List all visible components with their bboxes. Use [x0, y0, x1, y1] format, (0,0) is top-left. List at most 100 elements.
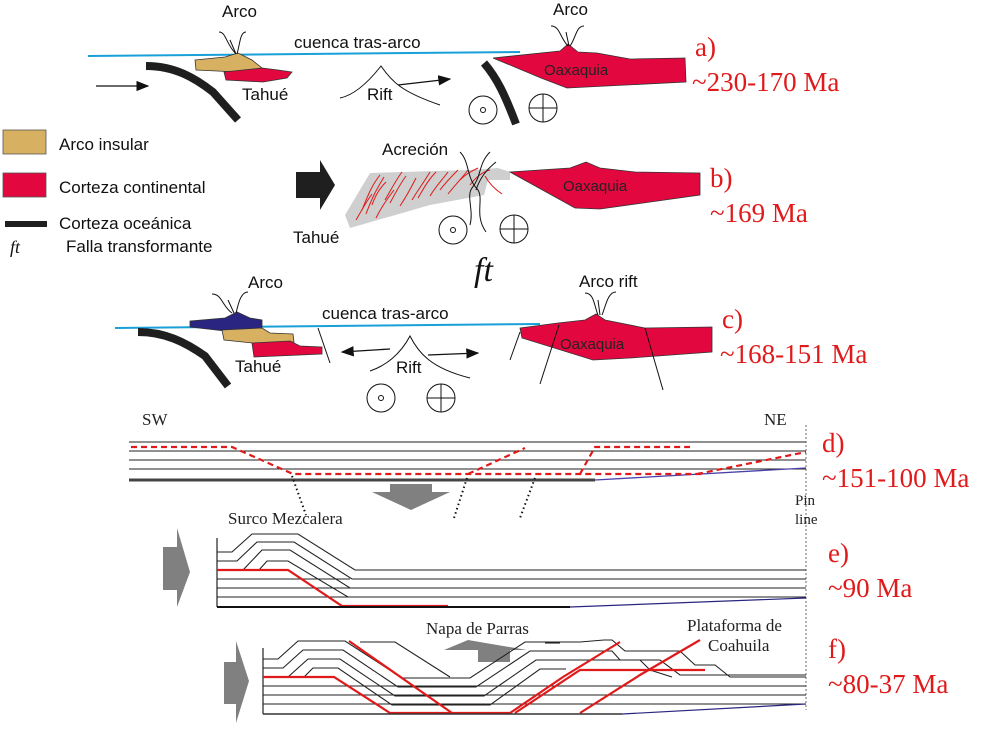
oceanic-crust-slab-c [137, 328, 232, 389]
label-plataforma-1: Plataforma de [687, 616, 782, 635]
panel-c-letter: c) [722, 304, 743, 334]
panel-d: SW NE Pin line d) ~151-100 Ma [129, 410, 969, 710]
panel-f-age: ~80-37 Ma [828, 669, 948, 699]
label-cuenca-tras-arco-c: cuenca tras-arco [322, 304, 449, 323]
arc-volcano-symbol-right [550, 25, 585, 47]
normal-fault-c-1 [509, 331, 521, 361]
panel-d-age: ~151-100 Ma [822, 463, 969, 493]
into-page-symbol-c [426, 383, 456, 413]
panel-e-letter: e) [828, 538, 849, 568]
sea-level-line-c [114, 323, 541, 329]
tahue-push-arrow [296, 160, 335, 210]
label-arco-c: Arco [248, 273, 283, 292]
thrust-faults-f [263, 639, 705, 715]
label-sw: SW [142, 410, 168, 429]
panel-f: Napa de Parras Plataforma de Coahuila f)… [224, 616, 948, 723]
arc-volcano-symbol-c-right [584, 291, 617, 316]
basement-blue-e [569, 597, 807, 608]
tahue-block [223, 67, 293, 83]
label-rift-c: Rift [396, 358, 422, 377]
arrow-rift-opening [397, 75, 452, 86]
future-thrust-dashed-ne [579, 445, 690, 475]
panel-a-age: ~230-170 Ma [692, 67, 839, 97]
arc-volcano-symbol-c [211, 291, 249, 314]
rift-symbol-c [369, 334, 471, 379]
panel-e-age: ~90 Ma [828, 573, 912, 603]
panel-c: Arco cuenca tras-arco Tahué Rift Arco ri… [114, 272, 867, 413]
island-arc-block [194, 52, 263, 73]
transform-fault-lines [459, 151, 497, 233]
oaxaquia-block-b [508, 161, 701, 210]
oceanic-crust-slab [145, 62, 241, 123]
legend-line-corteza-oceanica [5, 221, 47, 227]
label-ft: ft [474, 252, 494, 289]
label-rift: Rift [367, 85, 393, 104]
label-pin-line-1: Pin [795, 493, 816, 509]
legend-label-arco-insular: Arco insular [59, 135, 149, 154]
panel-b-letter: b) [710, 163, 733, 193]
panel-a-letter: a) [695, 32, 716, 62]
strata-layers-d [129, 441, 806, 470]
accreted-terrane [345, 168, 510, 228]
panel-f-letter: f) [828, 634, 846, 664]
label-tahue: Tahué [242, 85, 288, 104]
arrow-rift-right [427, 348, 480, 359]
label-surco-mezcalera: Surco Mezcalera [228, 509, 343, 528]
panel-b: Tahué Acreción Oaxaquia ft b) [293, 140, 808, 289]
sea-level-line [87, 51, 521, 57]
legend-swatch-arco-insular [2, 129, 47, 155]
arc-block-c [189, 311, 263, 332]
folded-strata-e [217, 533, 806, 598]
normal-fault-c-3 [644, 327, 664, 391]
arrow-rift-left [340, 346, 391, 357]
label-oaxaquia-c: Oaxaquia [560, 336, 625, 353]
label-arco-right: Arco [553, 0, 588, 19]
legend-label-corteza-continental: Corteza continental [59, 178, 205, 197]
rift-symbol [339, 65, 441, 106]
dotted-fault-2 [453, 477, 468, 519]
basement-blue-f [621, 703, 807, 715]
panel-e: Surco Mezcalera e) ~90 Ma [163, 509, 912, 608]
legend: Arco insular Corteza continental Corteza… [2, 129, 212, 257]
panel-d-letter: d) [822, 428, 845, 458]
legend-label-falla-transformante: Falla transformante [66, 237, 212, 256]
label-acrecion: Acreción [382, 140, 448, 159]
compression-arrow-e [163, 528, 190, 607]
label-plataforma-2: Coahuila [708, 636, 770, 655]
out-of-page-symbol [468, 95, 498, 125]
legend-label-corteza-oceanica: Corteza oceánica [59, 214, 192, 233]
into-page-symbol-b [499, 214, 529, 244]
future-thrust-dashed [131, 445, 807, 476]
panel-c-age: ~168-151 Ma [720, 339, 867, 369]
dotted-fault-3 [519, 477, 536, 519]
legend-symbol-ft: ft [10, 237, 21, 257]
label-oaxaquia: Oaxaquia [544, 62, 609, 79]
label-pin-line-2: line [795, 512, 818, 528]
tahue-block-c [251, 340, 323, 358]
label-cuenca-tras-arco: cuenca tras-arco [294, 33, 421, 52]
island-arc-block-c [221, 327, 295, 345]
normal-fault-c-left [317, 327, 331, 364]
panel-b-age: ~169 Ma [710, 198, 808, 228]
label-ne: NE [764, 410, 787, 429]
out-of-page-symbol-b [438, 215, 468, 245]
into-page-symbol [528, 93, 558, 123]
normal-fault-c-2 [539, 324, 560, 385]
oaxaquia-block-c [519, 313, 713, 361]
compression-arrow-f [224, 641, 249, 723]
label-napa-de-parras: Napa de Parras [426, 619, 529, 638]
panel-a: Arco cuenca tras-arco Tahué Rift Arco Oa… [87, 0, 839, 126]
oceanic-crust-slab-right [480, 60, 520, 126]
deformation-marks [355, 167, 503, 221]
out-of-page-symbol-c [366, 383, 396, 413]
legend-swatch-corteza-continental [2, 172, 47, 198]
uplift-arrow [444, 640, 527, 662]
label-arco-rift: Arco rift [579, 272, 638, 291]
label-tahue-b: Tahué [293, 228, 339, 247]
subsidence-arrow [372, 484, 450, 510]
label-tahue-c: Tahué [235, 357, 281, 376]
label-arco-left: Arco [222, 2, 257, 21]
folded-strata-f [263, 639, 806, 706]
label-oaxaquia-b: Oaxaquia [563, 178, 628, 195]
